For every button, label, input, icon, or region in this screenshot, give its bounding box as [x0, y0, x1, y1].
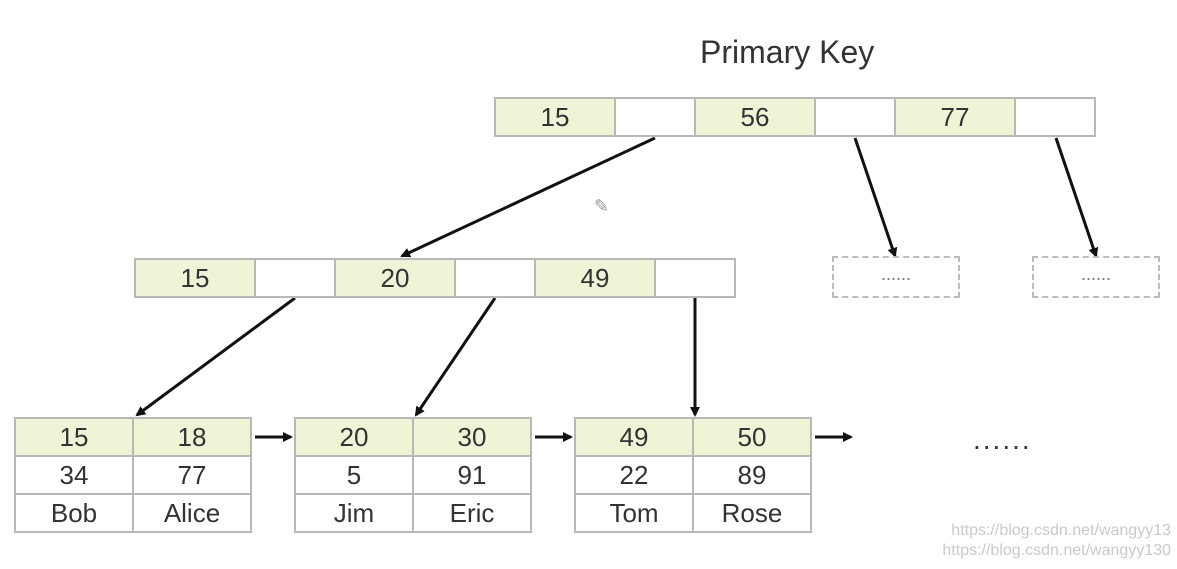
leaf-value-cell: 22	[574, 455, 694, 495]
pencil-icon: ✎	[594, 196, 610, 216]
leaf-name-row: Bob Alice	[14, 493, 254, 533]
watermark-text: https://blog.csdn.net/wangyy13	[951, 522, 1171, 539]
internal-pointer-cell	[254, 258, 336, 298]
leaf-node-3: 49 50 22 89 Tom Rose	[574, 417, 814, 533]
root-pointer-cell	[614, 97, 696, 137]
leaf-key-row: 49 50	[574, 417, 814, 457]
arrow-root-to-placeholder-2	[1054, 137, 1099, 258]
more-leaves-ellipsis: ......	[973, 424, 1032, 455]
leaf-value-cell: 91	[412, 455, 532, 495]
leaf-name-cell: Alice	[132, 493, 252, 533]
leaf-key-row: 15 18	[14, 417, 254, 457]
leaf-key-cell: 30	[412, 417, 532, 457]
leaf-key-cell: 18	[132, 417, 252, 457]
root-node: 15 56 77	[494, 97, 1096, 137]
leaf-value-cell: 89	[692, 455, 812, 495]
leaf-name-row: Jim Eric	[294, 493, 534, 533]
root-key-cell: 56	[694, 97, 816, 137]
leaf-key-cell: 20	[294, 417, 414, 457]
leaf-value-row: 34 77	[14, 455, 254, 495]
arrow-root-to-internal	[400, 136, 656, 258]
arrow-internal-to-leaf-2	[414, 297, 497, 417]
leaf-value-row: 22 89	[574, 455, 814, 495]
leaf-key-cell: 50	[692, 417, 812, 457]
leaf-name-cell: Rose	[692, 493, 812, 533]
leaf-key-row: 20 30	[294, 417, 534, 457]
leaf-name-cell: Tom	[574, 493, 694, 533]
root-key-cell: 15	[494, 97, 616, 137]
leaf-value-cell: 34	[14, 455, 134, 495]
leaf-value-row: 5 91	[294, 455, 534, 495]
root-pointer-cell	[1014, 97, 1096, 137]
leaf-name-cell: Jim	[294, 493, 414, 533]
root-key-cell: 77	[894, 97, 1016, 137]
leaf-key-cell: 15	[14, 417, 134, 457]
leaf-node-1: 15 18 34 77 Bob Alice	[14, 417, 254, 533]
internal-key-cell: 49	[534, 258, 656, 298]
watermark-text: https://blog.csdn.net/wangyy130	[942, 542, 1171, 559]
internal-pointer-cell	[454, 258, 536, 298]
arrow-internal-to-leaf-1	[135, 296, 296, 417]
leaf-key-cell: 49	[574, 417, 694, 457]
placeholder-node: ......	[832, 256, 960, 298]
arrow-root-to-placeholder-1	[853, 137, 898, 258]
diagram-title: Primary Key	[700, 34, 875, 70]
leaf-name-cell: Bob	[14, 493, 134, 533]
leaf-value-cell: 5	[294, 455, 414, 495]
internal-key-cell: 15	[134, 258, 256, 298]
internal-key-cell: 20	[334, 258, 456, 298]
internal-pointer-cell	[654, 258, 736, 298]
leaf-node-2: 20 30 5 91 Jim Eric	[294, 417, 534, 533]
placeholder-node: ......	[1032, 256, 1160, 298]
internal-node: 15 20 49	[134, 258, 736, 298]
leaf-name-cell: Eric	[412, 493, 532, 533]
root-pointer-cell	[814, 97, 896, 137]
leaf-value-cell: 77	[132, 455, 252, 495]
leaf-name-row: Tom Rose	[574, 493, 814, 533]
